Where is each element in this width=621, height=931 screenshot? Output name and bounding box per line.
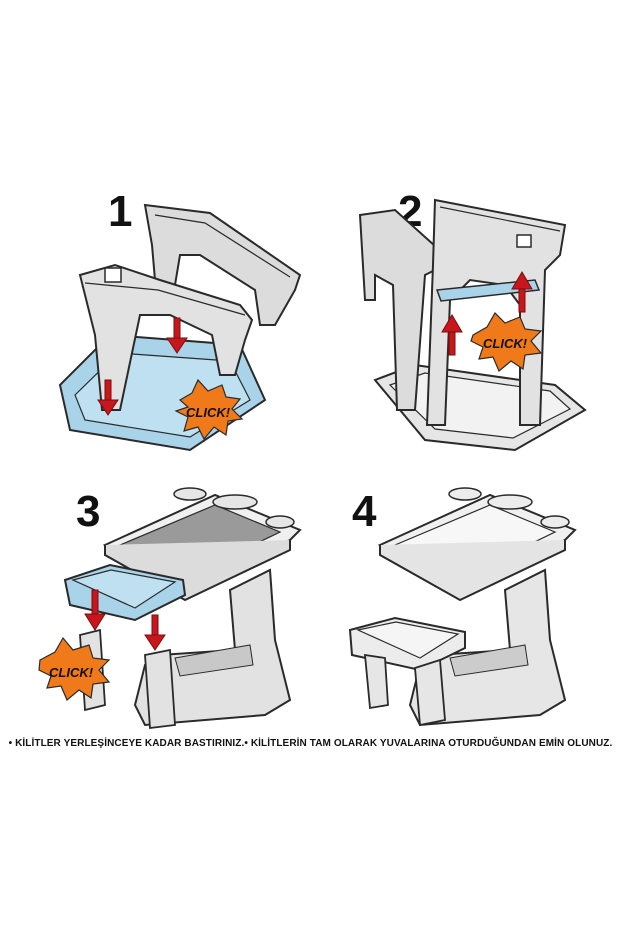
seat-post-left — [363, 653, 389, 710]
down-arrow-1 — [84, 589, 106, 631]
seat-post-right — [144, 648, 176, 730]
step-3-illustration: CLICK! — [38, 487, 302, 730]
down-arrow-1 — [97, 379, 119, 416]
step-number-1: 1 — [108, 187, 133, 236]
step-1-illustration: CLICK! — [58, 203, 302, 452]
step-4-illustration — [348, 487, 577, 727]
click-burst — [38, 636, 111, 701]
instruction-caption: • KİLİTLER YERLEŞİNCEYE KADAR BASTIRINIZ… — [8, 738, 613, 749]
seat-post-right — [414, 658, 446, 727]
up-arrow-1 — [441, 314, 463, 356]
up-arrow-2 — [511, 271, 533, 313]
click-burst — [174, 378, 244, 441]
down-arrow-2 — [166, 317, 188, 354]
step-number-3: 3 — [76, 487, 101, 536]
right-leg-frame — [425, 198, 567, 426]
step-number-4: 4 — [352, 487, 377, 536]
down-arrow-2 — [144, 614, 166, 651]
cross-bar — [435, 279, 541, 302]
click-label: CLICK! — [483, 336, 528, 351]
click-burst — [470, 312, 543, 372]
click-label: CLICK! — [49, 665, 94, 680]
desk-frame — [133, 568, 292, 727]
click-label: CLICK! — [186, 405, 231, 420]
step-2-illustration: CLICK! — [358, 198, 587, 452]
